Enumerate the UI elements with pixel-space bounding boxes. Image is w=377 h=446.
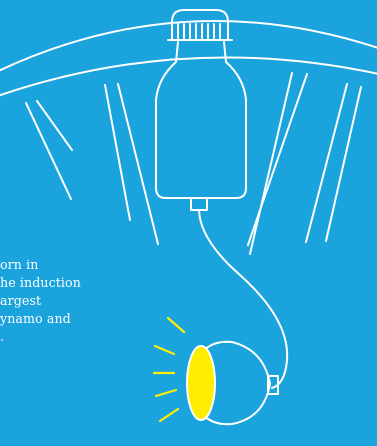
caption-line: . bbox=[0, 329, 5, 344]
caption-line: argest bbox=[0, 293, 42, 308]
caption-line: orn in bbox=[0, 257, 39, 272]
bicycle-lamp-icon bbox=[186, 340, 279, 426]
wheel-spokes bbox=[25, 72, 362, 255]
bottle-dynamo-icon bbox=[155, 9, 247, 211]
wheel-rim-outer bbox=[0, 19, 377, 72]
caption-text: orn in he induction argest ynamo and . bbox=[0, 256, 150, 346]
lamp-light-rays bbox=[152, 316, 186, 423]
caption-line: ynamo and bbox=[0, 311, 71, 326]
dynamo-cable bbox=[198, 209, 289, 389]
wheel-rim-inner bbox=[0, 56, 377, 97]
caption-line: he induction bbox=[0, 275, 81, 290]
